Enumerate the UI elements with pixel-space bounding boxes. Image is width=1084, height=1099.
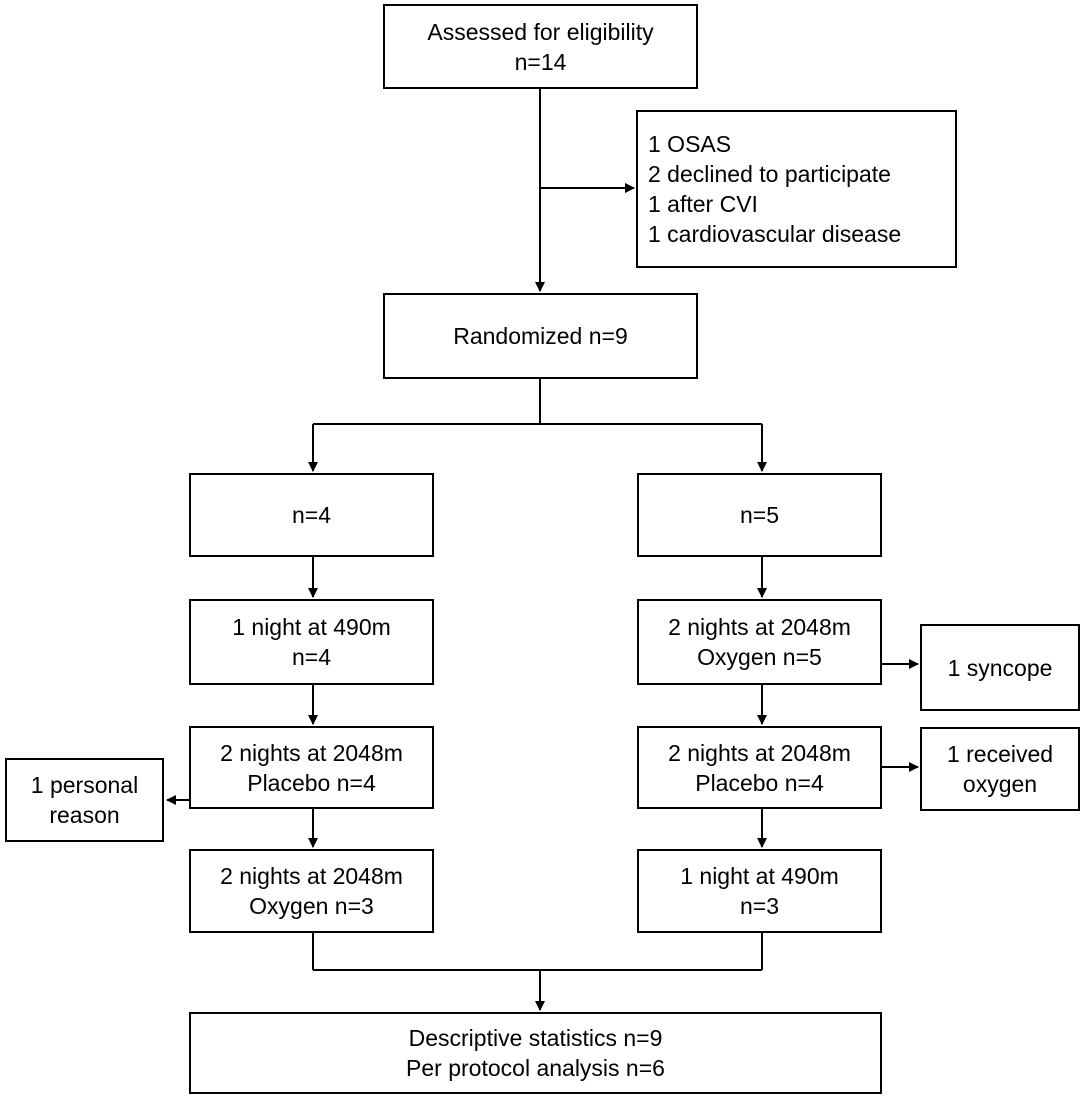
right-step1-box: 2 nights at 2048m Oxygen n=5 — [637, 599, 882, 685]
right-step2-count: Placebo n=4 — [695, 769, 824, 796]
left-step3-label: 2 nights at 2048m — [220, 863, 403, 889]
right-step3-label: 1 night at 490m — [680, 863, 839, 889]
personal-reason-box: 1 personal reason — [5, 758, 164, 842]
right-step3-box: 1 night at 490m n=3 — [637, 849, 882, 933]
syncope-box: 1 syncope — [920, 624, 1080, 711]
right-step1-label: 2 nights at 2048m — [668, 614, 851, 640]
personal-reason-label-1: 1 personal — [30, 772, 139, 798]
received-oxygen-label-1: 1 received — [946, 741, 1054, 767]
eligibility-count: n=14 — [514, 48, 567, 75]
left-step2-box: 2 nights at 2048m Placebo n=4 — [189, 726, 434, 809]
exclusion-item: 1 after CVI — [648, 191, 758, 217]
right-step2-box: 2 nights at 2048m Placebo n=4 — [637, 726, 882, 809]
randomized-box: Randomized n=9 — [383, 293, 698, 379]
analysis-per-protocol: Per protocol analysis n=6 — [406, 1055, 665, 1081]
received-oxygen-box: 1 received oxygen — [920, 727, 1080, 811]
syncope-label: 1 syncope — [947, 654, 1053, 681]
analysis-box: Descriptive statistics n=9 Per protocol … — [189, 1012, 882, 1094]
left-step1-box: 1 night at 490m n=4 — [189, 599, 434, 685]
left-step1-label: 1 night at 490m — [232, 614, 391, 640]
right-group-box: n=5 — [637, 473, 882, 557]
randomized-label: Randomized n=9 — [453, 323, 628, 349]
left-step2-label: 2 nights at 2048m — [220, 739, 403, 766]
right-step2-label: 2 nights at 2048m — [668, 739, 851, 766]
exclusions-box: 1 OSAS 2 declined to participate 1 after… — [636, 110, 957, 268]
left-step2-count: Placebo n=4 — [247, 769, 376, 796]
analysis-descriptive: Descriptive statistics n=9 — [408, 1025, 663, 1051]
eligibility-box: Assessed for eligibility n=14 — [383, 4, 698, 89]
exclusion-item: 1 cardiovascular disease — [648, 221, 902, 247]
right-step3-count: n=3 — [739, 893, 779, 919]
left-group-box: n=4 — [189, 473, 434, 557]
left-group-count: n=4 — [291, 502, 331, 528]
personal-reason-label-2: reason — [49, 802, 120, 828]
right-step1-count: Oxygen n=5 — [697, 644, 822, 670]
exclusion-item: 1 OSAS — [648, 131, 732, 157]
right-group-count: n=5 — [739, 502, 779, 528]
left-step3-count: Oxygen n=3 — [249, 893, 374, 919]
left-step3-box: 2 nights at 2048m Oxygen n=3 — [189, 849, 434, 933]
exclusion-item: 2 declined to participate — [648, 161, 891, 187]
received-oxygen-label-2: oxygen — [962, 771, 1038, 797]
left-step1-count: n=4 — [291, 644, 331, 670]
eligibility-label: Assessed for eligibility — [427, 18, 654, 45]
